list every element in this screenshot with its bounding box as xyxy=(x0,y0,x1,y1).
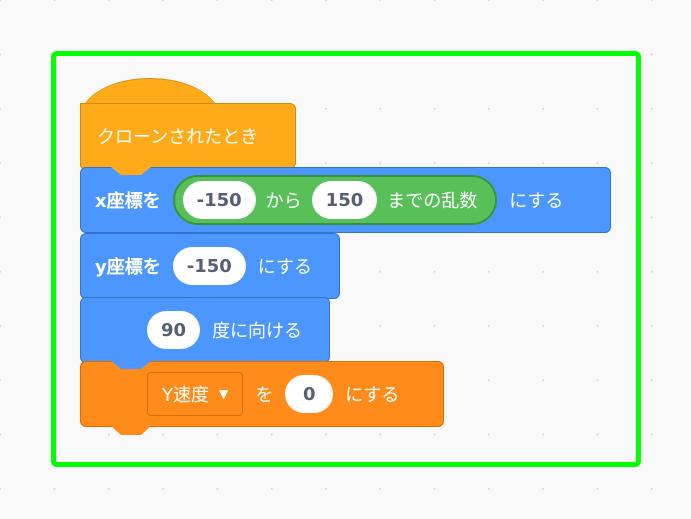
set-y-prefix-label: y座標を xyxy=(95,257,161,278)
block-notch xyxy=(111,361,151,369)
random-from-label: から xyxy=(265,191,302,212)
set-y-suffix-label: にする xyxy=(257,257,312,278)
variable-value-input[interactable]: 0 xyxy=(285,375,334,413)
block-bottom-tab xyxy=(111,426,151,435)
set-y-value-input[interactable]: -150 xyxy=(172,247,246,285)
pick-random-reporter[interactable]: -150 から 150 までの乱数 xyxy=(172,175,498,225)
set-x-prefix-label: x座標を xyxy=(95,191,161,212)
triangle-down-icon: ▼ xyxy=(219,387,229,401)
block-notch xyxy=(111,167,151,175)
random-to-input[interactable]: 150 xyxy=(311,181,378,219)
variable-name: Y速度 xyxy=(162,385,209,406)
set-y-block[interactable]: y座標を -150 にする xyxy=(80,233,340,299)
set-x-block[interactable]: x座標を -150 から 150 までの乱数 にする xyxy=(80,167,611,233)
set-variable-suffix-label: にする xyxy=(345,385,400,406)
selection-highlight-frame xyxy=(51,51,641,467)
when-clone-starts-hat-block[interactable]: クローンされたとき xyxy=(80,103,296,169)
direction-suffix-label: 度に向ける xyxy=(212,321,303,342)
random-from-input[interactable]: -150 xyxy=(182,181,256,219)
set-variable-middle-label: を xyxy=(255,385,274,406)
direction-value-input[interactable]: 90 xyxy=(147,311,201,349)
set-variable-block[interactable]: Y速度 ▼ を 0 にする xyxy=(80,361,444,435)
hat-block-label: クローンされたとき xyxy=(97,127,259,148)
variable-dropdown[interactable]: Y速度 ▼ xyxy=(147,372,244,416)
random-to-label: までの乱数 xyxy=(387,191,478,212)
set-x-suffix-label: にする xyxy=(509,191,564,212)
point-in-direction-block[interactable]: 90 度に向ける xyxy=(80,297,330,363)
